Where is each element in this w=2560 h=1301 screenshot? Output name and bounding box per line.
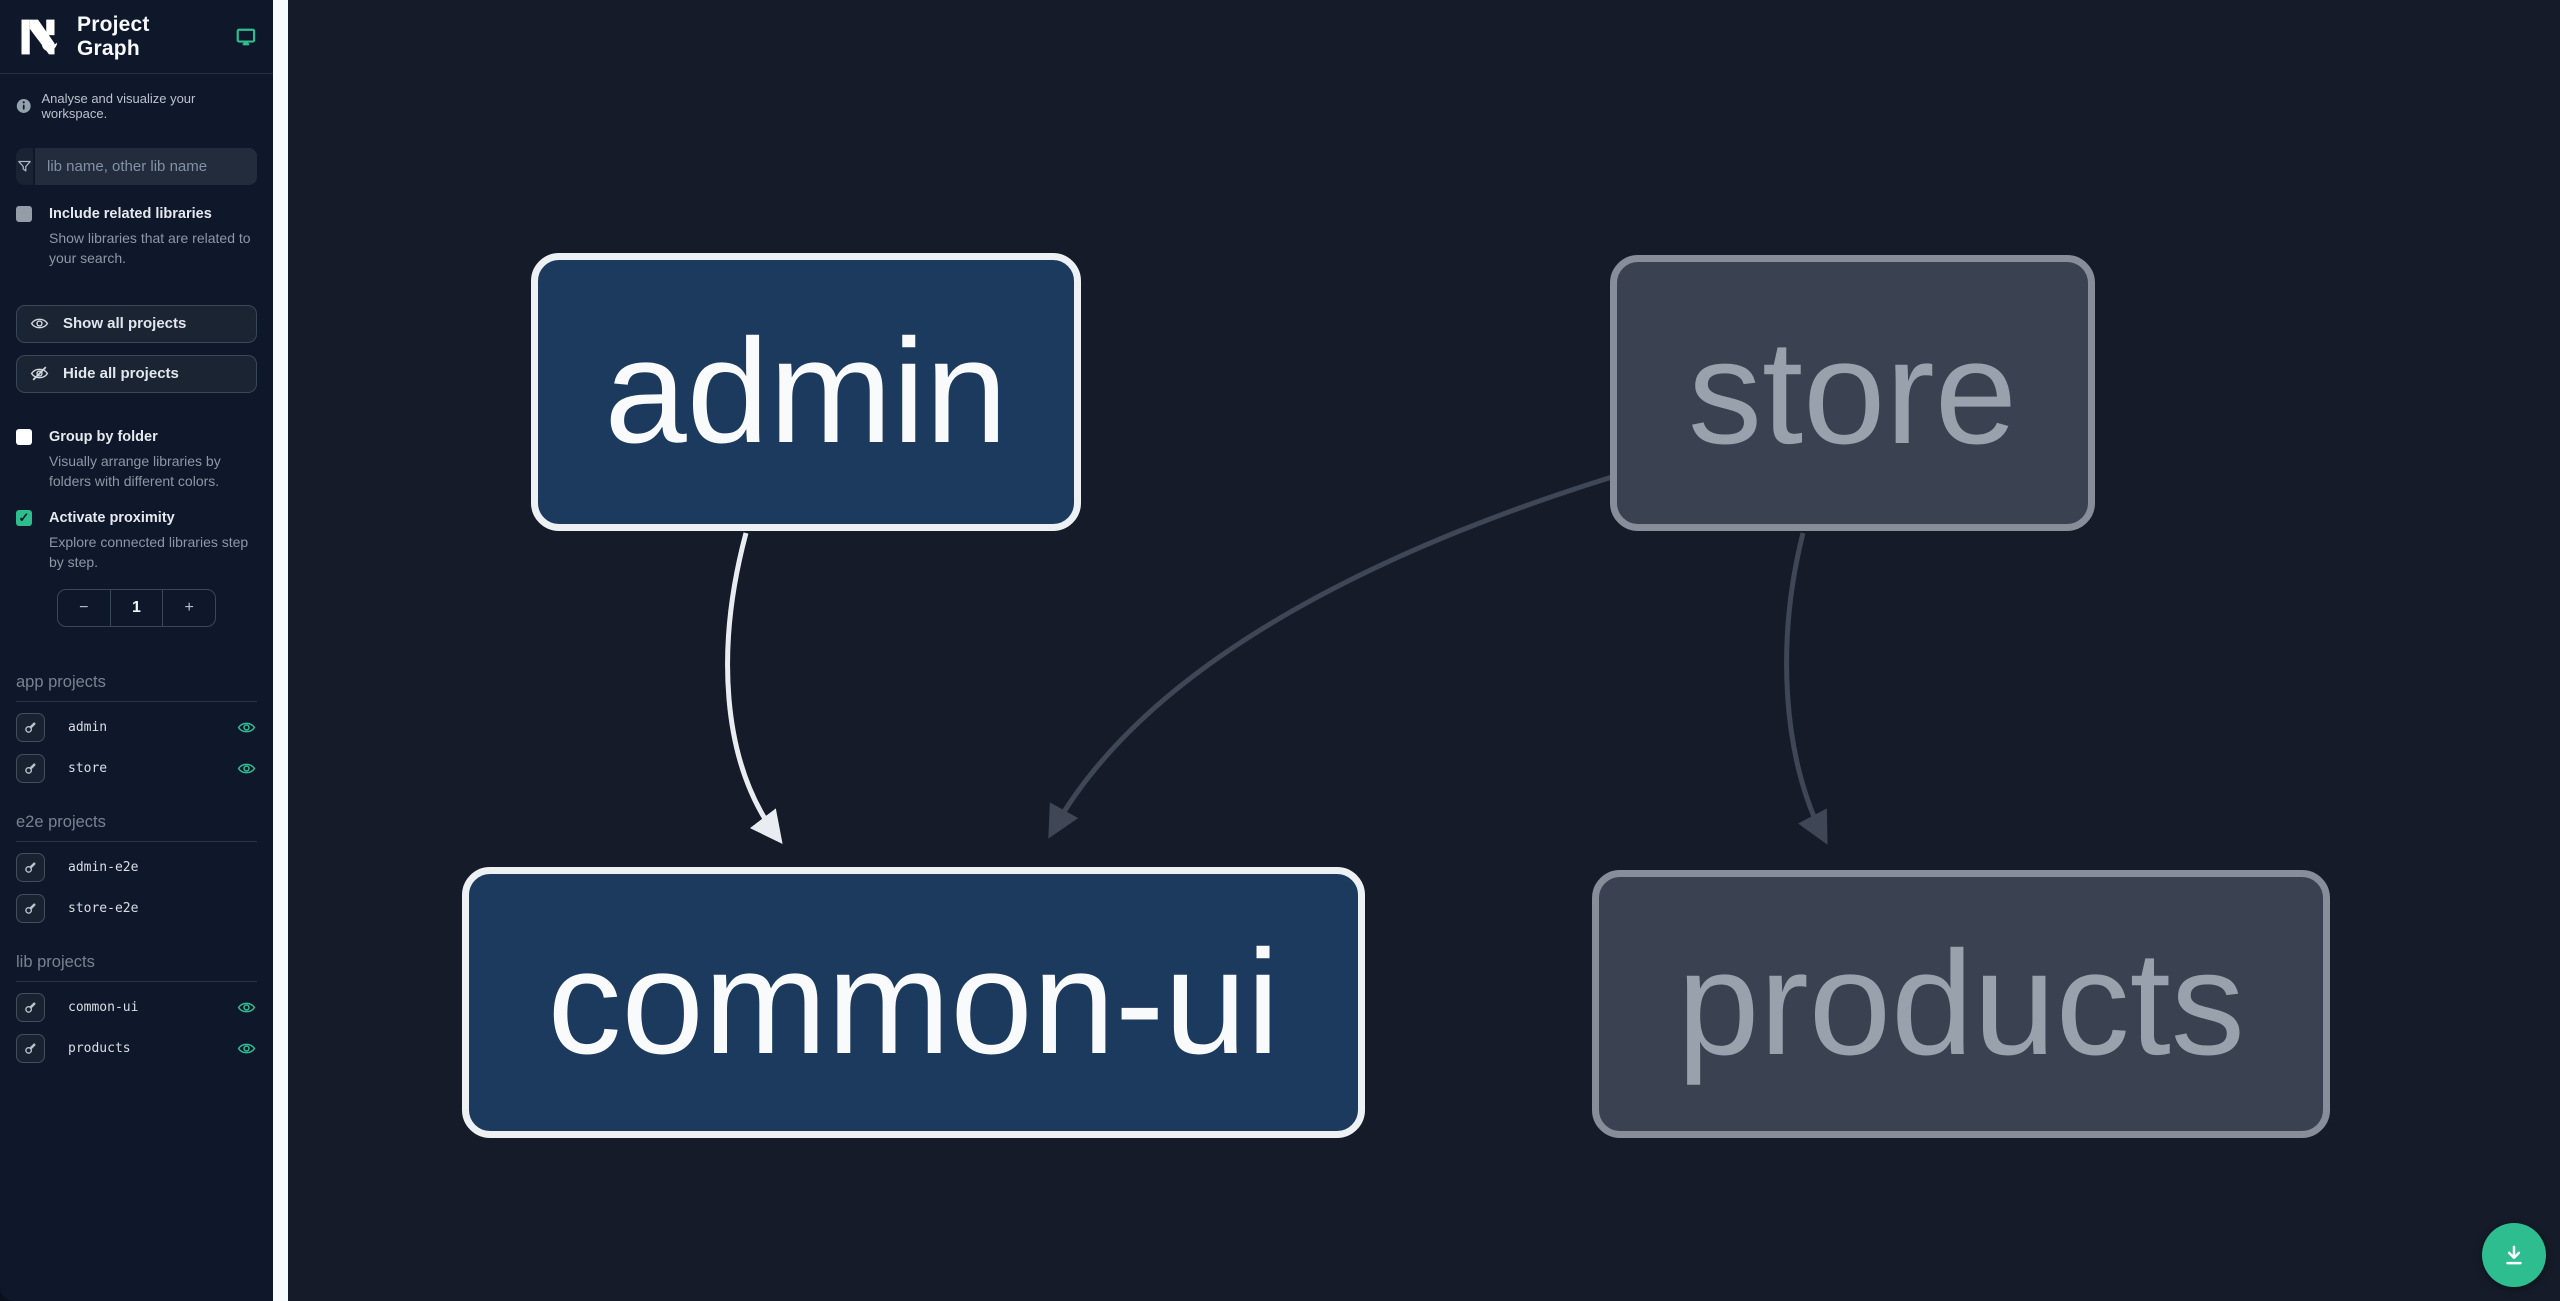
project-row: common-ui xyxy=(16,993,257,1023)
graph-node-products[interactable]: products xyxy=(1592,870,2330,1138)
search-bar xyxy=(16,148,257,185)
graph-edges xyxy=(725,474,1828,845)
hide-all-projects-button[interactable]: Hide all projects xyxy=(16,354,257,393)
focus-project-button[interactable] xyxy=(16,853,45,883)
eye-toggle-button[interactable] xyxy=(235,717,257,739)
focus-project-icon xyxy=(25,903,36,915)
project-name: store xyxy=(68,761,108,777)
proximity-increment-button[interactable]: + xyxy=(162,589,215,626)
group-by-folder-label: Group by folder xyxy=(49,428,158,445)
filter-funnel-icon xyxy=(16,148,33,185)
project-name: products xyxy=(68,1041,131,1057)
tagline-row: Analyse and visualize your workspace. xyxy=(0,74,273,121)
focus-project-icon xyxy=(25,862,36,874)
graph-node-admin[interactable]: admin xyxy=(531,253,1081,531)
include-related-description: Show libraries that are related to your … xyxy=(49,230,251,267)
project-row: products xyxy=(16,1034,257,1064)
project-row: admin-e2e xyxy=(16,853,257,883)
eye-toggle-button[interactable] xyxy=(235,1038,257,1060)
edge-admin-to-common-ui[interactable] xyxy=(725,532,783,845)
project-name: admin xyxy=(68,720,108,736)
activate-proximity-block: ✓ Activate proximity Explore connected l… xyxy=(0,510,273,573)
graph-canvas[interactable]: admin store common-ui products xyxy=(288,0,2560,1301)
focus-project-button[interactable] xyxy=(16,1034,45,1064)
group-by-folder-block: Group by folder Visually arrange librari… xyxy=(0,428,273,492)
graph-node-store[interactable]: store xyxy=(1610,255,2095,531)
activate-proximity-label: Activate proximity xyxy=(49,510,175,527)
project-section-title: app projects xyxy=(16,673,257,702)
sidebar-header: Project Graph xyxy=(0,0,273,74)
focus-project-icon xyxy=(25,722,36,734)
edge-store-to-products[interactable] xyxy=(1784,532,1828,845)
project-sections: app projects admin store e2e projects admin-… xyxy=(0,673,273,1064)
project-row: store xyxy=(16,754,257,784)
eye-off-icon xyxy=(30,366,49,381)
include-related-block: Include related libraries Show libraries… xyxy=(0,206,273,269)
proximity-decrement-button[interactable]: − xyxy=(79,598,89,616)
group-by-folder-checkbox[interactable] xyxy=(16,428,32,445)
project-section: lib projects common-ui products xyxy=(16,953,257,1064)
nx-logo-icon xyxy=(21,19,58,54)
download-graph-button[interactable] xyxy=(2482,1223,2546,1287)
graph-node-common-ui[interactable]: common-ui xyxy=(462,867,1365,1138)
include-related-checkbox[interactable] xyxy=(16,206,32,222)
node-label: admin xyxy=(604,309,1008,474)
visibility-eye-icon xyxy=(237,763,255,774)
project-row: admin xyxy=(16,713,257,743)
show-all-projects-button[interactable]: Show all projects xyxy=(16,304,257,343)
show-all-projects-label: Show all projects xyxy=(63,315,187,333)
tagline-text: Analyse and visualize your workspace. xyxy=(41,91,196,121)
focus-project-button[interactable] xyxy=(16,754,45,784)
edge-store-to-common-ui[interactable] xyxy=(1048,474,1613,839)
eye-icon xyxy=(30,318,49,329)
group-by-folder-description: Visually arrange libraries by folders wi… xyxy=(49,452,221,489)
project-section-title: lib projects xyxy=(16,953,257,982)
eye-toggle-button[interactable] xyxy=(235,997,257,1019)
focus-project-icon xyxy=(25,763,36,775)
node-label: common-ui xyxy=(547,919,1280,1085)
hide-all-projects-label: Hide all projects xyxy=(63,365,179,383)
focus-project-icon xyxy=(25,1002,36,1014)
visibility-eye-icon xyxy=(237,1043,255,1054)
monitor-icon xyxy=(236,28,256,45)
project-section: app projects admin store xyxy=(16,673,257,784)
project-name: admin-e2e xyxy=(68,860,139,876)
focus-project-icon xyxy=(25,1043,36,1055)
visibility-eye-icon xyxy=(237,1002,255,1013)
include-related-row: Include related libraries xyxy=(16,206,257,222)
activate-proximity-description: Explore connected libraries step by step… xyxy=(49,534,249,571)
eye-toggle-button[interactable] xyxy=(235,758,257,780)
node-label: store xyxy=(1687,310,2018,475)
node-label: products xyxy=(1677,921,2245,1086)
project-name: store-e2e xyxy=(68,901,139,917)
focus-project-button[interactable] xyxy=(16,993,45,1023)
group-by-folder-row: Group by folder xyxy=(16,428,257,445)
project-row: store-e2e xyxy=(16,894,257,924)
info-icon xyxy=(16,99,31,113)
activate-proximity-row: ✓ Activate proximity xyxy=(16,510,257,527)
sidebar-divider[interactable] xyxy=(273,0,288,1301)
project-name: common-ui xyxy=(68,1000,139,1016)
activate-proximity-checkbox[interactable]: ✓ xyxy=(16,510,32,527)
proximity-value: 1 xyxy=(109,589,163,626)
focus-project-button[interactable] xyxy=(16,894,45,924)
download-icon xyxy=(2506,1245,2522,1265)
project-section: e2e projects admin-e2e store-e2e xyxy=(16,813,257,924)
proximity-stepper: − 1 + xyxy=(57,588,216,627)
page-title: Project Graph xyxy=(77,12,150,60)
search-input[interactable] xyxy=(35,148,257,185)
include-related-label: Include related libraries xyxy=(49,206,212,222)
focus-project-button[interactable] xyxy=(16,713,45,743)
sidebar: Project Graph Analyse and visualize your… xyxy=(0,0,273,1301)
project-section-title: e2e projects xyxy=(16,813,257,842)
visibility-eye-icon xyxy=(237,722,255,733)
